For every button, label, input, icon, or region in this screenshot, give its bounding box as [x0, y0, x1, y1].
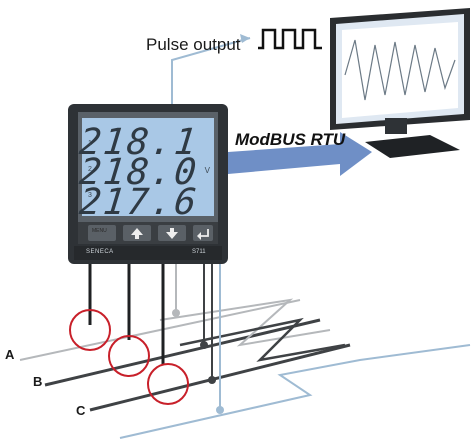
down-arrow-icon — [166, 228, 178, 239]
row-number-1: 1 — [88, 140, 92, 147]
pulse-output-wire — [171, 37, 251, 106]
row-number-3: 3 — [88, 192, 92, 199]
current-clamp-a — [69, 309, 111, 351]
neutral-line-gray — [159, 298, 331, 347]
phase-line-a — [19, 299, 301, 361]
phase-line-b — [44, 318, 321, 387]
neutral-line-blue — [119, 344, 471, 439]
down-arrow-button[interactable] — [158, 225, 186, 241]
current-clamp-c — [147, 363, 189, 405]
pulse-arrow-head — [240, 34, 250, 43]
model-label: S711 — [192, 249, 206, 255]
phase-b-label: B — [33, 374, 43, 389]
menu-button-label: MENU — [92, 228, 107, 234]
phase-a-label: A — [5, 347, 15, 362]
junction-dot — [208, 376, 216, 384]
phase-line-dark-z — [179, 317, 346, 362]
lcd-display: 218.1 218.0 217.6 1 2 3 V — [77, 118, 214, 223]
brand-label: SENECA — [86, 249, 114, 255]
unit-label: V — [204, 166, 210, 175]
enter-icon — [198, 229, 209, 237]
modbus-label: ModBUS RTU — [235, 130, 346, 149]
up-arrow-icon — [131, 228, 143, 239]
junction-dot — [172, 309, 180, 317]
pulse-output-label: Pulse output — [146, 35, 241, 54]
junction-dot — [200, 341, 208, 349]
menu-button[interactable] — [88, 225, 116, 241]
pulse-waveform-icon — [258, 28, 322, 50]
reading-3: 217.6 — [77, 182, 201, 223]
row-number-2: 2 — [88, 166, 92, 173]
phase-c-label: C — [76, 403, 86, 418]
junction-dot — [216, 406, 224, 414]
modbus-arrow — [228, 132, 372, 176]
up-arrow-button[interactable] — [123, 225, 151, 241]
current-clamp-b — [108, 335, 150, 377]
enter-button[interactable] — [193, 225, 213, 241]
monitor-icon — [330, 8, 470, 158]
